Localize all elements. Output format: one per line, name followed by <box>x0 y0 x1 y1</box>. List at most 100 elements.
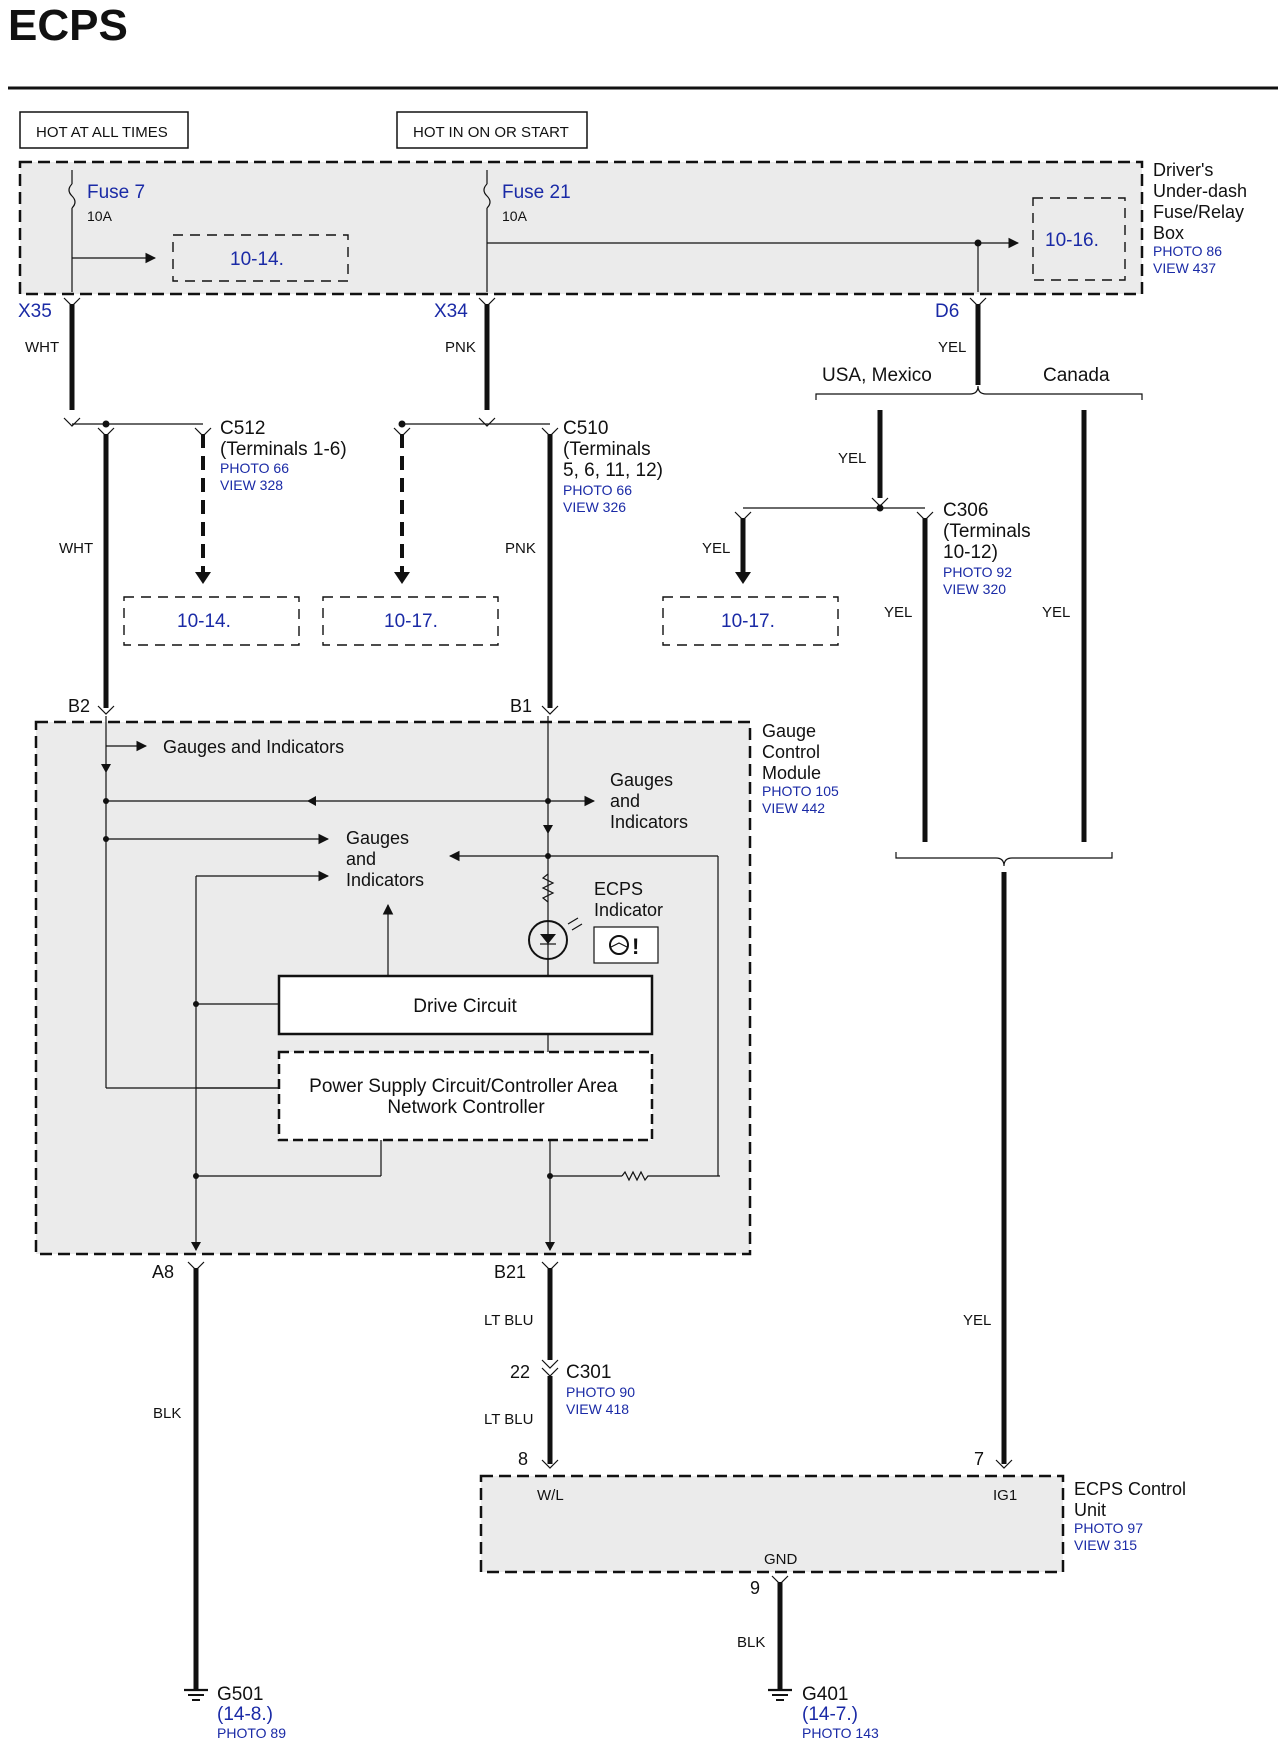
fuse7-icon <box>68 183 76 209</box>
power-supply-label: Power Supply Circuit/Controller Area Net… <box>309 1076 623 1118</box>
gauge-module-label: Gauge Control Module <box>762 721 825 783</box>
gauge-module-photo: PHOTO 105 <box>762 783 839 799</box>
svg-text:!: ! <box>632 934 639 959</box>
fuse-relay-box <box>18 160 1144 296</box>
c306-terms-1: (Terminals <box>943 521 1031 542</box>
wire-label-yel-3: YEL <box>702 540 730 557</box>
hot-at-all-times-label: HOT AT ALL TIMES <box>36 124 168 141</box>
c301-name: C301 <box>566 1362 611 1383</box>
c512-name: C512 <box>220 418 265 439</box>
c510-photo: PHOTO 66 <box>563 482 632 498</box>
gauges-indicators-2: Gauges and Indicators <box>610 770 688 832</box>
terminal-b2: B2 <box>68 696 90 716</box>
ref-10-17-b: 10-17. <box>721 611 775 632</box>
ref-box-10-16 <box>1032 197 1126 281</box>
c510-name: C510 <box>563 418 608 439</box>
wire-label-pnk-1: PNK <box>445 339 476 356</box>
fuse7-rating: 10A <box>87 208 113 224</box>
gauge-module-view: VIEW 442 <box>762 800 825 816</box>
ref-10-17-a: 10-17. <box>384 611 438 632</box>
c306-view: VIEW 320 <box>943 581 1006 597</box>
terminal-b1: B1 <box>510 696 532 716</box>
c510-terms-2: 5, 6, 11, 12) <box>563 460 663 481</box>
region-split-bracket <box>815 385 1143 400</box>
ref-10-14-mid: 10-14. <box>177 611 231 632</box>
ecps-warning-symbol <box>593 926 659 964</box>
c306-photo: PHOTO 92 <box>943 564 1012 580</box>
g501-ref: (14-8.) <box>217 1704 273 1725</box>
fuse-box-view: VIEW 437 <box>1153 260 1216 276</box>
ecps-unit-view: VIEW 315 <box>1074 1537 1137 1553</box>
ecps-unit-label: ECPS Control Unit <box>1074 1479 1191 1520</box>
ecps-indicator-label: ECPS Indicator <box>594 879 663 920</box>
ecps-gnd-label: GND <box>764 1551 798 1568</box>
ecps-unit-photo: PHOTO 97 <box>1074 1520 1143 1536</box>
g401-ref: (14-7.) <box>802 1704 858 1725</box>
steering-warning-icon <box>609 935 629 955</box>
g501-name: G501 <box>217 1684 263 1705</box>
fuse7-name: Fuse 7 <box>87 182 145 203</box>
c301-pin: 22 <box>510 1362 530 1382</box>
wire-label-yel-1: YEL <box>938 339 966 356</box>
ref-box-10-17-b <box>662 596 839 646</box>
ecps-control-unit <box>479 1474 1065 1574</box>
c510-terms-1: (Terminals <box>563 439 651 460</box>
c512-photo: PHOTO 66 <box>220 460 289 476</box>
drive-circuit <box>277 974 654 1036</box>
ref-box-10-17-a <box>322 596 499 646</box>
region-usa: USA, Mexico <box>822 365 932 386</box>
terminal-x34: X34 <box>434 301 468 322</box>
terminal-b21: B21 <box>494 1262 526 1282</box>
wire-label-yel-2: YEL <box>838 450 866 467</box>
ecps-pin-9: 9 <box>750 1578 760 1598</box>
fuse-box-label: Driver's Under-dash Fuse/Relay Box <box>1153 160 1252 243</box>
ecps-pin-8: 8 <box>518 1449 528 1469</box>
wire-label-yel-4: YEL <box>884 604 912 621</box>
c306-terms-2: 10-12) <box>943 542 998 563</box>
terminal-d6: D6 <box>935 301 959 322</box>
ecps-pin-7: 7 <box>974 1449 984 1469</box>
g401-photo: PHOTO 143 <box>802 1725 879 1741</box>
ecps-wl-label: W/L <box>537 1487 564 1504</box>
resistor-icon <box>541 873 555 903</box>
c301-view: VIEW 418 <box>566 1401 629 1417</box>
wire-label-blk-1: BLK <box>153 1405 181 1422</box>
wire-label-yel-5: YEL <box>1042 604 1070 621</box>
hot-in-on-label: HOT IN ON OR START <box>413 124 569 141</box>
c512-view: VIEW 328 <box>220 477 283 493</box>
wire-label-pnk-2: PNK <box>505 540 536 557</box>
ref-10-16: 10-16. <box>1045 230 1099 251</box>
region-canada: Canada <box>1043 365 1110 386</box>
fuse21-name: Fuse 21 <box>502 182 571 203</box>
g501-photo: PHOTO 89 <box>217 1725 286 1741</box>
c301-photo: PHOTO 90 <box>566 1384 635 1400</box>
ecps-ig1-label: IG1 <box>993 1487 1017 1504</box>
fuse21-rating: 10A <box>502 208 528 224</box>
gauges-indicators-1: Gauges and Indicators <box>163 737 344 757</box>
c510-view: VIEW 326 <box>563 499 626 515</box>
merge-bracket <box>895 852 1113 867</box>
c306-name: C306 <box>943 500 988 521</box>
g401-name: G401 <box>802 1684 848 1705</box>
wire-label-wht-2: WHT <box>59 540 93 557</box>
wire-label-wht-1: WHT <box>25 339 59 356</box>
fuse21-icon <box>483 183 491 209</box>
ref-box-10-14-top <box>172 234 349 282</box>
drive-circuit-label: Drive Circuit <box>413 996 517 1017</box>
terminal-x35: X35 <box>18 301 52 322</box>
ref-10-14-top: 10-14. <box>230 249 284 270</box>
terminal-a8: A8 <box>152 1262 174 1282</box>
c512-terms: (Terminals 1-6) <box>220 439 347 460</box>
power-supply-circuit <box>277 1050 654 1142</box>
ref-box-10-14-mid <box>123 596 300 646</box>
resistor-2-icon <box>621 1170 720 1182</box>
wire-label-yel-6: YEL <box>963 1312 991 1329</box>
fuse-box-photo: PHOTO 86 <box>1153 243 1222 259</box>
hot-at-all-times-box <box>19 111 189 149</box>
wire-label-blk-2: BLK <box>737 1634 765 1651</box>
page-title: ECPS <box>8 1 128 50</box>
hot-in-on-box <box>396 111 588 149</box>
wire-label-ltblu-2: LT BLU <box>484 1411 533 1428</box>
gauges-indicators-3: Gauges and Indicators <box>346 828 424 890</box>
